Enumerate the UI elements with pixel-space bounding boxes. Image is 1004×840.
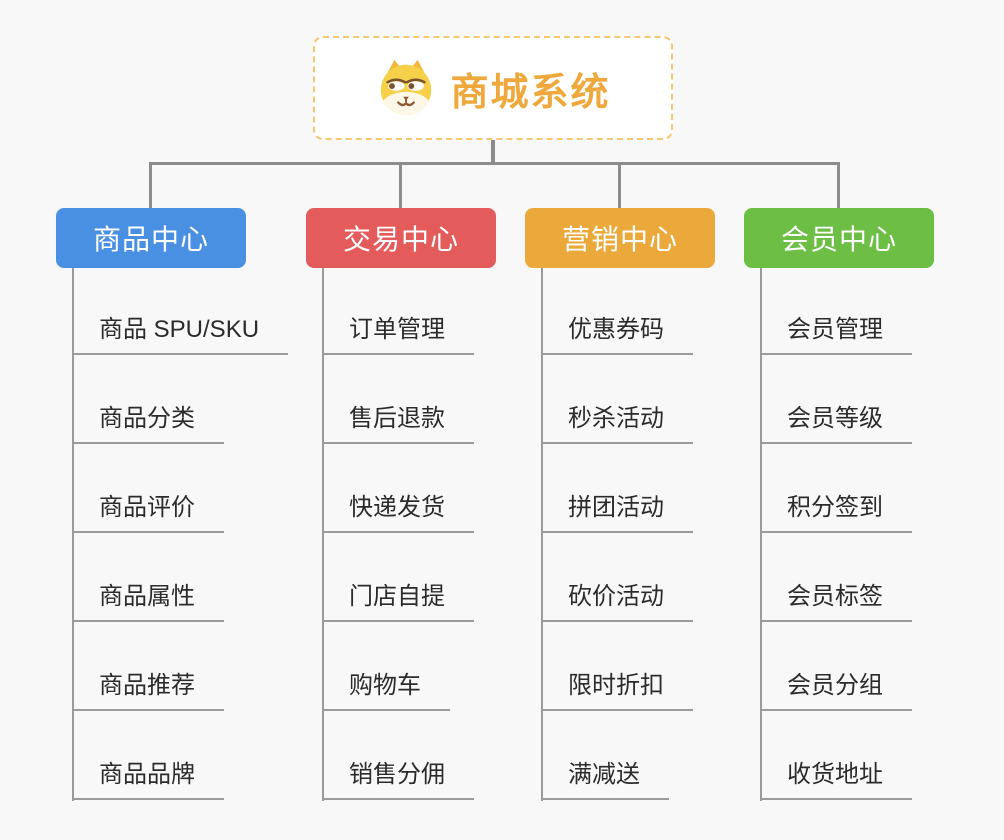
root-title: 商城系统 (450, 71, 611, 114)
connector-line (618, 165, 621, 209)
child-node[interactable]: 快递发货 (322, 493, 474, 533)
connector-line (399, 165, 402, 209)
connector-line (837, 165, 840, 209)
connector-line (149, 165, 152, 209)
branch-node-marketing-center[interactable]: 营销中心 (525, 208, 715, 268)
branch-node-member-center[interactable]: 会员中心 (744, 208, 934, 268)
child-node[interactable]: 商品属性 (72, 582, 224, 622)
child-node[interactable]: 商品品牌 (72, 760, 224, 800)
connector-line (149, 162, 840, 165)
child-node[interactable]: 售后退款 (322, 404, 474, 444)
child-node[interactable]: 会员等级 (760, 404, 912, 444)
connector-line (491, 140, 495, 164)
branch-trunk-line (72, 268, 74, 801)
branch-trunk-line (541, 268, 543, 801)
child-node[interactable]: 限时折扣 (541, 671, 693, 711)
child-node[interactable]: 拼团活动 (541, 493, 693, 533)
child-node[interactable]: 砍价活动 (541, 582, 693, 622)
child-node[interactable]: 订单管理 (322, 315, 474, 355)
child-node[interactable]: 优惠券码 (541, 315, 693, 355)
child-node[interactable]: 门店自提 (322, 582, 474, 622)
child-node[interactable]: 收货地址 (760, 760, 912, 800)
child-node[interactable]: 会员标签 (760, 582, 912, 622)
root-node[interactable]: 商城系统 (313, 36, 673, 140)
child-node[interactable]: 商品 SPU/SKU (72, 315, 289, 355)
dog-face-icon (375, 57, 437, 119)
branch-trunk-line (322, 268, 324, 801)
child-node[interactable]: 商品分类 (72, 404, 224, 444)
child-node[interactable]: 商品推荐 (72, 671, 224, 711)
branch-trunk-line (760, 268, 762, 801)
branch-node-trade-center[interactable]: 交易中心 (306, 208, 496, 268)
branch-node-product-center[interactable]: 商品中心 (56, 208, 246, 268)
child-node[interactable]: 积分签到 (760, 493, 912, 533)
child-node[interactable]: 秒杀活动 (541, 404, 693, 444)
child-node[interactable]: 满减送 (541, 760, 669, 800)
child-node[interactable]: 会员分组 (760, 671, 912, 711)
child-node[interactable]: 销售分佣 (322, 760, 474, 800)
child-node[interactable]: 会员管理 (760, 315, 912, 355)
child-node[interactable]: 商品评价 (72, 493, 224, 533)
child-node[interactable]: 购物车 (322, 671, 450, 711)
